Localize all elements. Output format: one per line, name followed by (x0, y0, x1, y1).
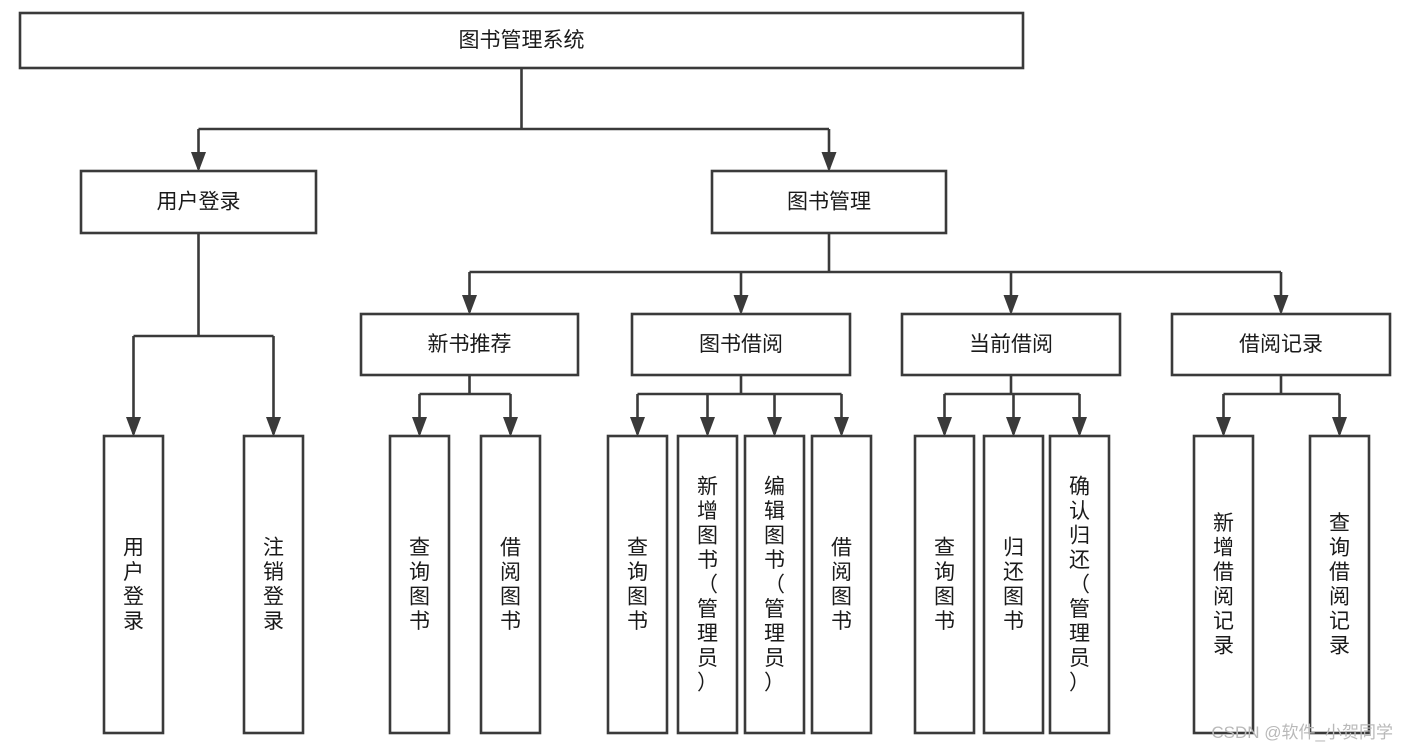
csdn-watermark: CSDN @软件_小贺同学 (1211, 723, 1393, 742)
node-leaf-11[interactable]: 确认归还（管理员） (1048, 434, 1111, 735)
node-label-leaf-2: 注销登录 (263, 537, 284, 634)
node-box-login[interactable] (79, 169, 318, 235)
node-label-leaf-4: 借阅图书 (500, 537, 521, 634)
node-box-leaf-1[interactable] (102, 434, 165, 735)
node-box-leaf-2[interactable] (242, 434, 305, 735)
node-label-root: 图书管理系统 (459, 29, 585, 52)
node-leaf-2[interactable]: 注销登录 (242, 434, 305, 735)
node-box-leaf-11[interactable] (1048, 434, 1111, 735)
node-box-leaf-6[interactable] (676, 434, 739, 735)
node-label-newbook: 新书推荐 (428, 333, 512, 356)
node-leaf-8[interactable]: 借阅图书 (810, 434, 873, 735)
node-label-leaf-8: 借阅图书 (831, 537, 852, 634)
connector-group-record (1216, 375, 1347, 437)
node-label-leaf-10: 归还图书 (1003, 537, 1024, 634)
connector-group-root (191, 68, 837, 172)
connector-group-bookmgmt (462, 233, 1289, 315)
connector-group-current (937, 375, 1087, 437)
node-label-leaf-12: 新增借阅记录 (1213, 512, 1234, 658)
node-root[interactable]: 图书管理系统 (18, 11, 1025, 70)
node-box-leaf-9[interactable] (913, 434, 976, 735)
node-box-leaf-12[interactable] (1192, 434, 1255, 735)
node-label-leaf-3: 查询图书 (409, 537, 430, 634)
node-login[interactable]: 用户登录 (79, 169, 318, 235)
node-leaf-1[interactable]: 用户登录 (102, 434, 165, 735)
node-leaf-4[interactable]: 借阅图书 (479, 434, 542, 735)
node-box-newbook[interactable] (359, 312, 580, 377)
node-leaf-5[interactable]: 查询图书 (606, 434, 669, 735)
node-leaf-7[interactable]: 编辑图书（管理员） (743, 434, 806, 735)
node-bookmgmt[interactable]: 图书管理 (710, 169, 948, 235)
node-label-login: 用户登录 (157, 191, 241, 214)
node-record[interactable]: 借阅记录 (1170, 312, 1392, 377)
connector-group-login (126, 233, 281, 437)
node-box-leaf-13[interactable] (1308, 434, 1371, 735)
node-box-bookmgmt[interactable] (710, 169, 948, 235)
node-label-leaf-1: 用户登录 (123, 537, 144, 634)
node-leaf-12[interactable]: 新增借阅记录 (1192, 434, 1255, 735)
node-label-bookmgmt: 图书管理 (787, 191, 871, 214)
connector-group-newbook (412, 375, 518, 437)
node-box-root[interactable] (18, 11, 1025, 70)
node-newbook[interactable]: 新书推荐 (359, 312, 580, 377)
node-box-leaf-4[interactable] (479, 434, 542, 735)
node-label-leaf-9: 查询图书 (934, 537, 955, 634)
node-box-leaf-10[interactable] (982, 434, 1045, 735)
node-label-leaf-11: 确认归还（管理员） (1069, 475, 1090, 694)
node-box-borrow[interactable] (630, 312, 852, 377)
node-label-leaf-7: 编辑图书（管理员） (764, 475, 785, 694)
connector-group-borrow (630, 375, 849, 437)
node-leaf-3[interactable]: 查询图书 (388, 434, 451, 735)
node-box-leaf-5[interactable] (606, 434, 669, 735)
node-box-leaf-7[interactable] (743, 434, 806, 735)
node-leaf-13[interactable]: 查询借阅记录 (1308, 434, 1371, 735)
node-box-leaf-3[interactable] (388, 434, 451, 735)
node-label-borrow: 图书借阅 (699, 333, 783, 356)
node-label-leaf-13: 查询借阅记录 (1329, 512, 1350, 658)
node-box-leaf-8[interactable] (810, 434, 873, 735)
node-leaf-9[interactable]: 查询图书 (913, 434, 976, 735)
node-box-record[interactable] (1170, 312, 1392, 377)
node-label-record: 借阅记录 (1239, 333, 1323, 356)
node-label-leaf-6: 新增图书（管理员） (697, 475, 718, 694)
nodes-layer: 图书管理系统用户登录图书管理新书推荐图书借阅当前借阅借阅记录用户登录注销登录查询… (18, 11, 1392, 735)
connectors-layer (126, 68, 1347, 437)
node-current[interactable]: 当前借阅 (900, 312, 1122, 377)
node-label-leaf-5: 查询图书 (627, 537, 648, 634)
node-leaf-10[interactable]: 归还图书 (982, 434, 1045, 735)
node-leaf-6[interactable]: 新增图书（管理员） (676, 434, 739, 735)
node-box-current[interactable] (900, 312, 1122, 377)
node-borrow[interactable]: 图书借阅 (630, 312, 852, 377)
node-label-current: 当前借阅 (969, 333, 1053, 356)
